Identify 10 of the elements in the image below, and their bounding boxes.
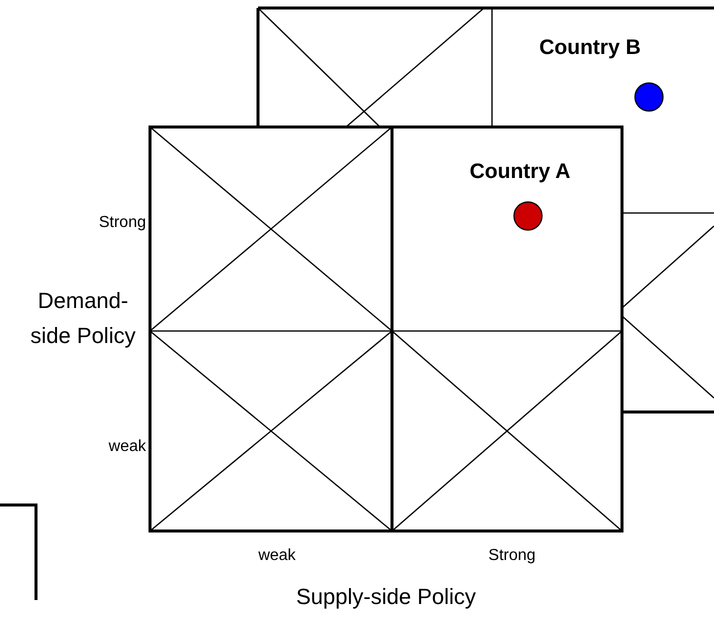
axis-tick-label: Strong [487, 546, 537, 566]
country-marker [513, 201, 543, 231]
axis-tick-label: Strong [98, 213, 146, 232]
axis-title: Demand-side Policy [29, 287, 137, 350]
axis-tick-label: weak [108, 437, 146, 456]
country-marker [634, 82, 664, 112]
country-label: Country A [468, 159, 572, 184]
country-label: Country B [538, 35, 642, 60]
axis-tick-label: weak [257, 546, 297, 566]
axis-title: Supply-side Policy [295, 584, 477, 610]
